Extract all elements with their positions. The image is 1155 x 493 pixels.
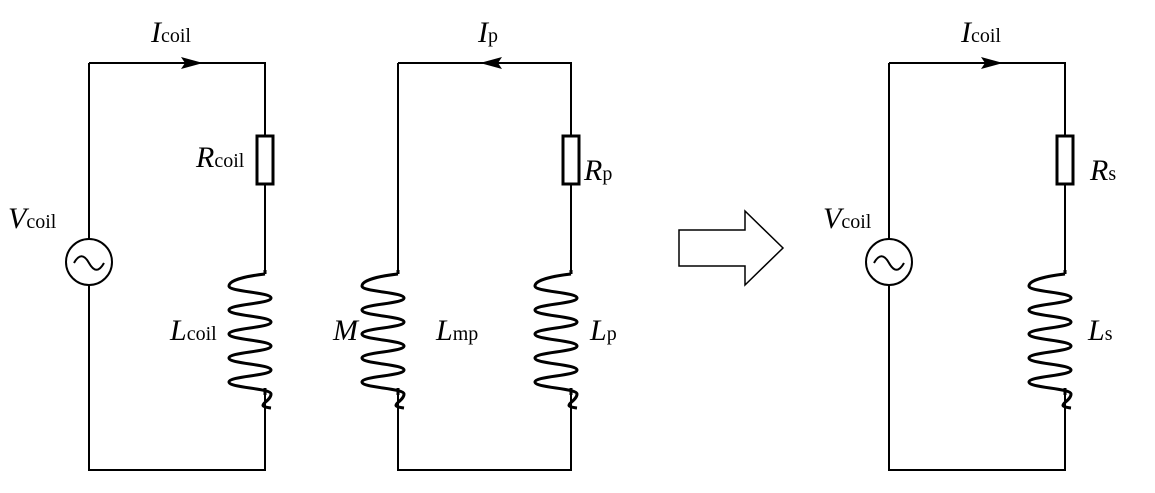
right-current-arrow (981, 57, 1003, 69)
left-resistor-label: Rcoil (195, 141, 245, 174)
left-circuit: Icoil Rcoil Vcoil Lcoil (8, 16, 275, 471)
right-inductor-label: Ls (1087, 314, 1113, 347)
middle-current-arrow (480, 57, 502, 69)
left-resistor (255, 134, 275, 186)
left-current-arrow (181, 57, 203, 69)
right-resistor (1055, 134, 1075, 186)
left-voltage-source (65, 238, 113, 286)
right-loop-wire (888, 62, 1066, 471)
middle-loop-wire (397, 62, 572, 471)
middle-resistor (561, 134, 581, 186)
right-voltage-source (865, 238, 913, 286)
left-current-label: Icoil (150, 16, 191, 49)
left-loop-wire (88, 62, 266, 471)
right-current-label: Icoil (960, 16, 1001, 49)
middle-inductor-mp-label: Lmp (435, 314, 478, 347)
middle-current-label: Ip (477, 16, 498, 49)
mutual-inductor (360, 270, 406, 410)
right-circuit: Icoil Rs Vcoil Ls (823, 16, 1116, 471)
right-voltage-label: Vcoil (823, 202, 872, 235)
middle-inductor (533, 270, 579, 410)
left-inductor (227, 270, 273, 410)
equivalence-arrow-icon (678, 209, 785, 287)
left-inductor-label: Lcoil (169, 314, 217, 347)
mutual-inductance-label: M (332, 314, 360, 347)
right-inductor (1027, 270, 1073, 410)
left-voltage-label: Vcoil (8, 202, 57, 235)
right-resistor-label: Rs (1089, 154, 1116, 187)
middle-circuit: Ip Rp M Lmp Lp (332, 16, 617, 471)
middle-inductor-p-label: Lp (589, 314, 617, 347)
middle-resistor-label: Rp (583, 154, 612, 187)
